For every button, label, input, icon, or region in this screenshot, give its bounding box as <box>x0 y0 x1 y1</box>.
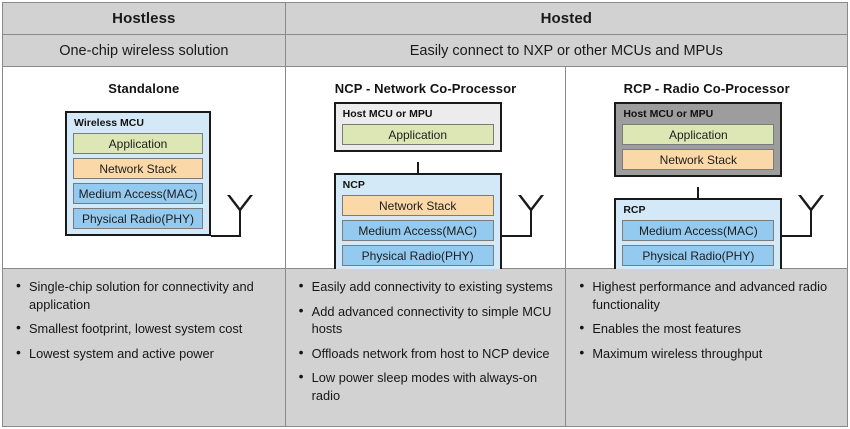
bullets-standalone: Single-chip solution for connectivity an… <box>3 269 286 426</box>
list-item: Add advanced connectivity to simple MCU … <box>298 302 556 338</box>
antenna-icon <box>782 193 834 237</box>
antenna-icon <box>501 193 554 237</box>
bullets-rcp: Highest performance and advanced radio f… <box>566 269 847 426</box>
chip-ncp: NCP Network Stack Medium Access(MAC) Phy… <box>333 173 502 273</box>
antenna-icon <box>211 193 263 237</box>
host-label-rcp: Host MCU or MPU <box>623 108 714 120</box>
header-subtitle-row: One-chip wireless solution Easily connec… <box>3 35 847 67</box>
layer-network-stack: Network Stack <box>341 195 494 216</box>
list-item: Single-chip solution for connectivity an… <box>15 277 275 313</box>
layer-application: Application <box>341 124 494 145</box>
list-item: Low power sleep modes with always-on rad… <box>298 368 556 404</box>
list-item: Easily add connectivity to existing syst… <box>298 277 556 296</box>
layer-medium-access: Medium Access(MAC) <box>622 220 775 241</box>
header-hosted-subtitle: Easily connect to NXP or other MCUs and … <box>409 42 723 59</box>
bullet-list: Highest performance and advanced radio f… <box>578 277 837 363</box>
layer-network-stack: Network Stack <box>73 158 203 179</box>
layer-physical-radio: Physical Radio(PHY) <box>73 208 203 229</box>
header-hostless-title: Hostless <box>3 3 286 34</box>
bullet-list: Single-chip solution for connectivity an… <box>15 277 275 363</box>
layer-physical-radio: Physical Radio(PHY) <box>622 245 775 266</box>
bullets-ncp: Easily add connectivity to existing syst… <box>286 269 567 426</box>
list-item: Smallest footprint, lowest system cost <box>15 319 275 338</box>
bullet-list: Easily add connectivity to existing syst… <box>298 277 556 404</box>
header-title-row: Hostless Hosted <box>3 3 847 35</box>
host-to-rcp-connector <box>697 187 700 199</box>
chip-rcp: RCP Medium Access(MAC) Physical Radio(PH… <box>614 198 783 273</box>
chip-label-rcp: RCP <box>623 204 646 216</box>
diagram-title-ncp: NCP - Network Co-Processor <box>334 81 517 96</box>
layer-physical-radio: Physical Radio(PHY) <box>341 245 494 266</box>
bullets-row: Single-chip solution for connectivity an… <box>3 269 847 426</box>
list-item: Offloads network from host to NCP device <box>298 344 556 363</box>
layer-application: Application <box>622 124 775 145</box>
host-box-rcp: Host MCU or MPU Application Network Stac… <box>614 102 783 177</box>
list-item: Enables the most features <box>578 319 837 338</box>
host-to-ncp-connector <box>416 162 419 174</box>
host-box-ncp: Host MCU or MPU Application <box>333 102 502 152</box>
header-hostless-subtitle: One-chip wireless solution <box>3 35 286 66</box>
chip-wireless-mcu: Wireless MCU Application Network Stack M… <box>65 111 211 236</box>
diagram-title-rcp: RCP - Radio Co-Processor <box>623 81 790 96</box>
diagram-rcp: RCP - Radio Co-Processor Host MCU or MPU… <box>566 67 847 273</box>
list-item: Maximum wireless throughput <box>578 344 837 363</box>
chip-label-ncp: NCP <box>342 179 365 191</box>
layer-medium-access: Medium Access(MAC) <box>341 220 494 241</box>
list-item: Lowest system and active power <box>15 344 275 363</box>
layer-application: Application <box>73 133 203 154</box>
diagram-title-standalone: Standalone <box>108 81 180 96</box>
header-hosted-title: Hosted <box>540 10 593 27</box>
host-label-ncp: Host MCU or MPU <box>342 108 433 120</box>
diagram-ncp: NCP - Network Co-Processor Host MCU or M… <box>286 67 567 273</box>
chip-label-wireless-mcu: Wireless MCU <box>74 117 144 129</box>
layer-medium-access: Medium Access(MAC) <box>73 183 203 204</box>
layer-network-stack: Network Stack <box>622 149 775 170</box>
diagram-standalone: Standalone Wireless MCU Application Netw… <box>3 67 286 268</box>
diagram-row: Standalone Wireless MCU Application Netw… <box>3 67 847 273</box>
list-item: Highest performance and advanced radio f… <box>578 277 837 313</box>
